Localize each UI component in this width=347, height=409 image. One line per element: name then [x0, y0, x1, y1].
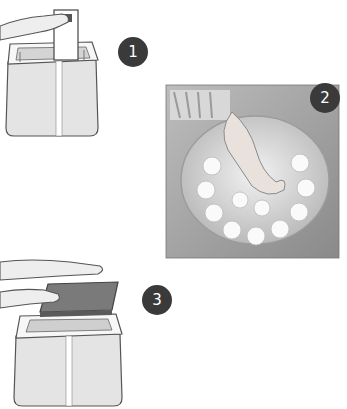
- shelf-items: [170, 90, 230, 120]
- box-strap: [66, 336, 72, 406]
- box-opening: [26, 319, 112, 332]
- box-rim: [8, 42, 98, 64]
- box-body: [14, 334, 122, 406]
- hand: [0, 14, 68, 40]
- cooler-box: [6, 42, 98, 136]
- cooler-box: [14, 314, 122, 406]
- hand: [0, 289, 59, 308]
- hand: [224, 112, 285, 194]
- photo: [166, 85, 339, 258]
- box-opening: [16, 47, 90, 60]
- shelf-items: [174, 92, 212, 118]
- hand: [0, 260, 103, 280]
- callout-number: 1: [118, 37, 148, 67]
- lid-edge: [40, 310, 112, 317]
- callout-number: 3: [142, 285, 172, 315]
- photo-frame: [166, 85, 339, 258]
- box-rim: [16, 314, 122, 338]
- callout-number: 2: [310, 83, 340, 113]
- box-body: [6, 60, 98, 136]
- box-strap: [56, 61, 62, 136]
